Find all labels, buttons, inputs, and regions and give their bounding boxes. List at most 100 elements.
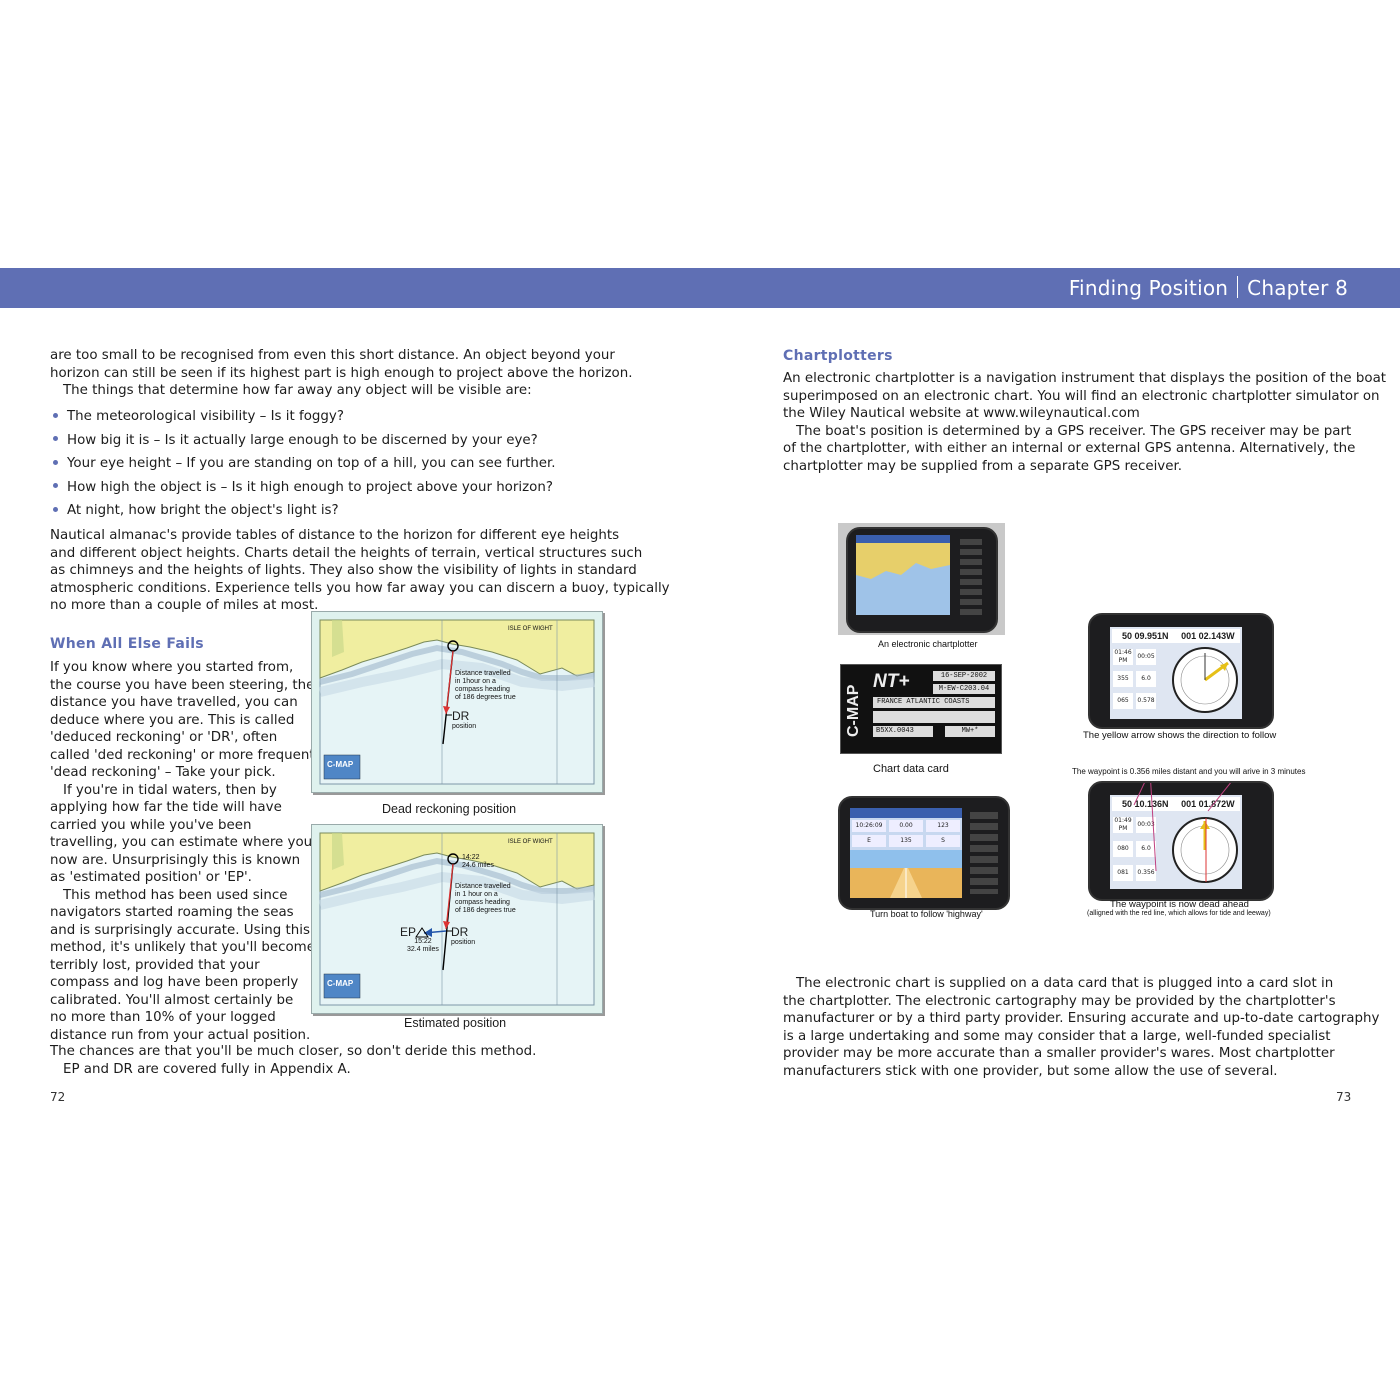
compass-icon bbox=[1172, 817, 1238, 883]
text-line: If you're in tidal waters, then by bbox=[63, 782, 277, 798]
readout: 080 bbox=[1113, 841, 1133, 857]
text-line: The boat's position is determined by a G… bbox=[796, 423, 1352, 439]
text-line: distance you have travelled, you can bbox=[50, 695, 298, 710]
card-suffix: MW+* bbox=[945, 726, 995, 737]
cmap-logo: C-MAP bbox=[327, 979, 354, 988]
text-line: travelling, you can estimate where you bbox=[50, 835, 313, 850]
highway-screen: 10:26:09 0.00 123 E 135 S bbox=[850, 808, 962, 898]
map-annotation: Distance travelled in 1hour on a compass… bbox=[455, 670, 516, 701]
text-line: compass and log have been properly bbox=[50, 975, 299, 990]
chapter-title: Chapter 8 bbox=[1247, 276, 1348, 300]
text-line: 'dead reckoning' – Take your pick. bbox=[50, 765, 276, 780]
text-line: deduce where you are. This is called bbox=[50, 712, 295, 728]
readout: S bbox=[926, 835, 960, 847]
text-line: The chances are that you'll be much clos… bbox=[50, 1044, 537, 1059]
figure-caption: Chart data card bbox=[873, 763, 949, 775]
readout: 0.00 bbox=[889, 820, 923, 832]
text-line: method, it's unlikely that you'll become bbox=[50, 940, 315, 955]
gps-screen: 50 10.136N 001 01.872W 01:49 PM 00:03 08… bbox=[1110, 795, 1242, 889]
text-line: This method has been used since bbox=[63, 887, 288, 903]
text-line: The electronic chart is supplied on a da… bbox=[796, 976, 1334, 991]
page-number-right: 73 bbox=[1336, 1090, 1352, 1104]
readout: E bbox=[852, 835, 886, 847]
ep-marker-sublabel: 15:22 32.4 miles bbox=[407, 938, 439, 953]
dead-reckoning-column: If you know where you started from, the … bbox=[50, 659, 326, 1044]
text-line: of the chartplotter, with either an inte… bbox=[783, 441, 1356, 456]
dr-marker-label: DR bbox=[452, 709, 470, 723]
text-line: manufacturers stick with one provider, b… bbox=[783, 1063, 1278, 1079]
dr-marker-sublabel: position bbox=[452, 723, 477, 730]
readout: 081 bbox=[1113, 865, 1133, 881]
gps-screen: 50 09.951N 001 02.143W 01:46 PM 00:05 35… bbox=[1110, 627, 1242, 719]
text-line: EP and DR are covered fully in Appendix … bbox=[63, 1061, 351, 1077]
figure-caption: Turn boat to follow 'highway' bbox=[870, 909, 983, 919]
text-line: provider may be more accurate than a sma… bbox=[783, 1046, 1335, 1061]
map-place-label: ISLE OF WIGHT bbox=[508, 839, 553, 845]
text-line: are too small to be recognised from even… bbox=[50, 348, 615, 363]
text-line: as 'estimated position' or 'EP'. bbox=[50, 870, 252, 885]
readout: 355 bbox=[1113, 671, 1133, 687]
chartplotter-paragraph: An electronic chartplotter is a navigati… bbox=[783, 370, 1386, 475]
chartplotter-photo bbox=[838, 523, 1005, 635]
ep-marker-label: EP bbox=[400, 925, 417, 939]
card-brand: C-MAP bbox=[845, 684, 862, 738]
highway-view bbox=[850, 850, 962, 898]
text-line: now are. Unsurprisingly this is known bbox=[50, 852, 301, 868]
text-line: navigators started roaming the seas bbox=[50, 905, 294, 920]
list-item: How high the object is – Is it high enou… bbox=[50, 479, 555, 503]
card-blank-field bbox=[873, 711, 995, 723]
button-panel bbox=[960, 539, 982, 615]
dr-marker-sublabel: position bbox=[451, 939, 476, 946]
bullet-icon bbox=[53, 412, 58, 418]
figure-caption: The yellow arrow shows the direction to … bbox=[1083, 730, 1277, 741]
figure-caption: The waypoint is 0.356 miles distant and … bbox=[1072, 767, 1306, 776]
gps-display-dead-ahead: 50 10.136N 001 01.872W 01:49 PM 00:03 08… bbox=[1088, 781, 1274, 901]
figure-subcaption: (alligned with the red line, which allow… bbox=[1087, 910, 1271, 917]
text-line: and is surprisingly accurate. Using this bbox=[50, 922, 310, 938]
text-line: and different object heights. Charts det… bbox=[50, 545, 643, 561]
figure-caption: An electronic chartplotter bbox=[878, 639, 978, 649]
text-line: calibrated. You'll almost certainly be bbox=[50, 992, 294, 1008]
figure-caption: Estimated position bbox=[404, 1016, 507, 1030]
latitude-readout: 50 09.951N bbox=[1122, 631, 1169, 641]
dead-reckoning-chart: ISLE OF WIGHT Distance travelled in 1hou… bbox=[311, 611, 603, 793]
text-line: terribly lost, provided that your bbox=[50, 957, 260, 973]
text-line: is a large undertaking and some may cons… bbox=[783, 1028, 1331, 1044]
estimated-position-chart: ISLE OF WIGHT 14:22 24.6 miles Distance … bbox=[311, 824, 603, 1014]
intro-paragraph: are too small to be recognised from even… bbox=[50, 347, 632, 400]
text-line: the Wiley Nautical website at www.wileyn… bbox=[783, 406, 1140, 421]
text-line: called 'ded reckoning' or more frequentl… bbox=[50, 747, 327, 763]
visibility-factors-list: The meteorological visibility – Is it fo… bbox=[50, 408, 555, 526]
list-item: The meteorological visibility – Is it fo… bbox=[50, 408, 555, 432]
button-panel bbox=[970, 812, 998, 894]
closing-paragraph: The chances are that you'll be much clos… bbox=[50, 1043, 536, 1078]
text-line: as chimneys and the heights of lights. T… bbox=[50, 563, 637, 578]
map-annotation: Distance travelled in 1 hour on a compas… bbox=[455, 883, 516, 914]
text-line: no more than 10% of your logged bbox=[50, 1010, 276, 1025]
text-line: no more than a couple of miles at most. bbox=[50, 598, 319, 613]
text-line: manufacturer or by a third party provide… bbox=[783, 1011, 1380, 1026]
text-line: superimposed on an electronic chart. You… bbox=[783, 388, 1380, 404]
text-line: chartplotter may be supplied from a sepa… bbox=[783, 458, 1182, 474]
readout: 01:46 PM bbox=[1113, 649, 1133, 665]
readout: 01:49 PM bbox=[1113, 817, 1133, 833]
bullet-icon bbox=[53, 506, 58, 512]
text-line: carried you while you've been bbox=[50, 817, 252, 833]
gps-display-course: 50 09.951N 001 02.143W 01:46 PM 00:05 35… bbox=[1088, 613, 1274, 729]
readout: 10:26:09 bbox=[852, 820, 886, 832]
highway-chartplotter: 10:26:09 0.00 123 E 135 S bbox=[838, 796, 1010, 910]
almanac-paragraph: Nautical almanac's provide tables of dis… bbox=[50, 527, 670, 615]
text-line: The things that determine how far away a… bbox=[63, 383, 532, 398]
readout: 123 bbox=[926, 820, 960, 832]
text-line: An electronic chartplotter is a navigati… bbox=[783, 371, 1387, 386]
start-time-label: 14:22 24.6 miles bbox=[462, 854, 494, 869]
compass-icon bbox=[1172, 647, 1238, 713]
cartography-paragraph: The electronic chart is supplied on a da… bbox=[783, 975, 1379, 1080]
readout: 0.578 bbox=[1136, 693, 1156, 709]
figure-caption: Dead reckoning position bbox=[382, 802, 517, 816]
text-line: horizon can still be seen if its highest… bbox=[50, 365, 633, 381]
text-line: the course you have been steering, the bbox=[50, 677, 315, 693]
section-heading: Chartplotters bbox=[783, 348, 893, 364]
readout: 065 bbox=[1113, 693, 1133, 709]
